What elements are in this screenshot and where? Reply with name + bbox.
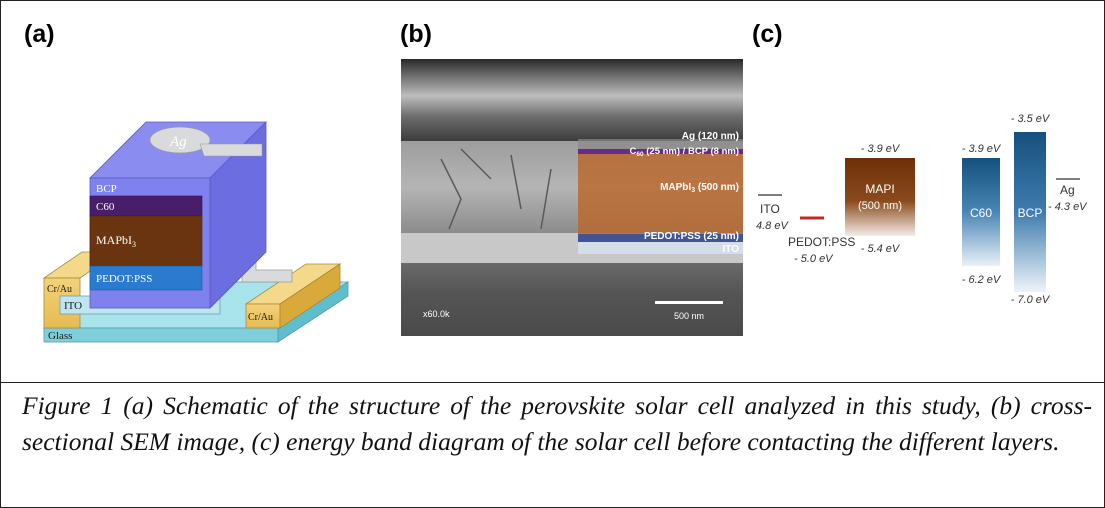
sem-c60-band [578,149,743,154]
sem-ito-band [578,242,743,254]
ag-bridge [199,143,263,157]
c60-homo: - 6.2 eV [962,274,1002,286]
sem-scale-bar [655,301,723,304]
bcp-band [1014,132,1046,292]
mapbi3-layer [89,215,203,267]
sem-scale-label: 500 nm [674,311,704,321]
c60-name: C60 [970,206,992,220]
caption-divider [0,382,1105,383]
sem-ito-label: ITO [723,244,740,255]
bcp-lumo: - 3.5 eV [1011,113,1051,125]
bcp-homo: - 7.0 eV [1011,294,1051,306]
ag-name: Ag [1060,183,1075,197]
glass-label: Glass [48,330,72,342]
ito-label: ITO [64,300,82,312]
mapi-thickness: (500 nm) [858,200,902,212]
sem-ag-band [578,139,743,151]
ag-label: Ag [169,134,187,150]
mapi-name: MAPI [865,182,894,196]
panel-label-b: (b) [400,20,432,48]
right-contact-side [279,263,341,329]
band-diagram: ITO 4.8 eV PEDOT:PSS - 5.0 eV MAPI (500 … [756,113,1088,306]
panel-label-c: (c) [752,20,783,48]
panel-label-a: (a) [24,20,55,48]
pedot-value: - 5.0 eV [794,253,834,265]
sem-glass-region [401,263,743,336]
sem-image: Ag (120 nm) C60 (25 nm) / BCP (8 nm) MAP… [401,59,743,336]
sem-top-region [401,59,743,141]
ito-name: ITO [760,202,780,216]
c60-band [962,158,1000,266]
pedot-layer [89,265,203,291]
sem-pedot-band [578,234,743,242]
ag-value: - 4.3 eV [1048,201,1088,213]
sem-ag-label: Ag (120 nm) [682,131,739,142]
sem-c60-label: C60 (25 nm) / BCP (8 nm) [630,146,739,158]
device-schematic: Glass Cr/Au Cr/Au ITO BCP Ag C60 MAPbI3 … [42,121,350,343]
figure-caption: Figure 1 (a) Schematic of the structure … [22,391,1092,456]
ito-value: 4.8 eV [756,220,789,232]
sem-magnification: x60.0k [423,309,450,319]
glass-layer [43,327,279,343]
mapi-lumo: - 3.9 eV [861,143,901,155]
bcp-label: BCP [96,183,117,195]
bcp-name: BCP [1018,206,1043,220]
left-contact-label: Cr/Au [47,284,72,295]
mapi-band [845,158,915,236]
c60-label: C60 [96,201,115,213]
right-contact-label: Cr/Au [248,312,273,323]
ag-pad [149,126,211,154]
right-contact [245,303,281,329]
sem-mapbi3-band [578,154,743,234]
sem-mapbi3-label: MAPbI3 (500 nm) [660,182,739,194]
c60-lumo: - 3.9 eV [962,143,1002,155]
sem-grain-lines [440,148,552,230]
sem-pedot-label: PEDOT:PSS (25 nm) [644,231,739,242]
mapbi3-label: MAPbI3 [96,233,136,249]
pedot-name: PEDOT:PSS [788,235,855,249]
mapi-homo: - 5.4 eV [861,243,901,255]
pedot-label: PEDOT:PSS [96,273,152,285]
